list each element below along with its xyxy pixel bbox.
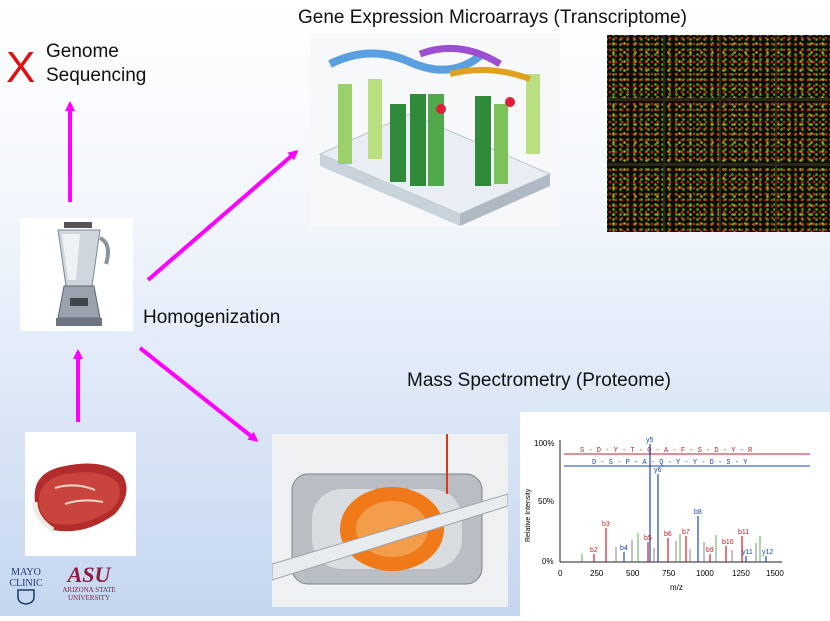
mayo-shield-icon	[17, 589, 35, 605]
ms-peak-label: b5	[644, 535, 652, 542]
ms-xlabel: m/z	[670, 583, 683, 592]
xtick-1250: 1250	[732, 569, 750, 578]
ms-peak-label: y5	[646, 437, 654, 444]
steak-image	[25, 432, 136, 556]
ms-spectrum-panel: 100% 50% 0% Relative Intensity 0 250 500…	[520, 412, 830, 616]
ms-peak-label: y6	[654, 467, 662, 474]
mass-spectrometer-image	[271, 434, 509, 607]
ms-peak-label: b2	[590, 547, 598, 554]
xtick-1000: 1000	[696, 569, 714, 578]
ytick-0: 0%	[542, 557, 554, 566]
sequence-top: S - D - Y - T - Q - A - F - S - D - Y - …	[580, 447, 753, 455]
ms-peak-label: b4	[620, 545, 628, 552]
red-x-mark: X	[6, 43, 36, 92]
xtick-250: 250	[590, 569, 604, 578]
dna-chip-image	[318, 44, 552, 226]
arrow-to-microarray	[146, 150, 299, 282]
ms-peak-label: b11	[738, 529, 749, 536]
ms-peak-label: y12	[762, 549, 773, 556]
genome-label-line1: Genome	[46, 41, 119, 62]
xtick-750: 750	[662, 569, 676, 578]
ms-peak-label: y11	[742, 549, 753, 556]
genome-label-line2: Sequencing	[46, 65, 147, 86]
ms-peak-label: b10	[722, 539, 734, 546]
asu-line1: ARIZONA STATE	[62, 586, 116, 594]
xtick-0: 0	[558, 569, 563, 578]
ms-peak-label: b9	[706, 547, 714, 554]
mayo-line1: MAYO	[11, 567, 41, 578]
mass-spec-title: Mass Spectrometry (Proteome)	[407, 370, 671, 391]
microarray-title: Gene Expression Microarrays (Transcripto…	[298, 7, 687, 28]
ms-peaks: y5 y6 b3 b2 b4 b5 b6 b7 b8 b9 b10 b11 y11 y12	[581, 437, 773, 562]
arrow-to-mass-spec	[138, 346, 259, 442]
xtick-500: 500	[626, 569, 640, 578]
xtick-1500: 1500	[766, 569, 784, 578]
microarray-illustration	[310, 34, 560, 227]
mayo-clinic-logo: MAYO CLINIC	[4, 567, 48, 608]
blender-image	[20, 218, 133, 331]
genome-sequencing-label: Genome Sequencing	[46, 40, 146, 88]
ms-spectrum-chart: 100% 50% 0% Relative Intensity 0 250 500…	[525, 437, 810, 592]
homogenization-label: Homogenization	[143, 307, 281, 328]
asu-logo: ASU ARIZONA STATE UNIVERSITY	[58, 562, 120, 603]
sequence-bottom: D - S - P - A - Q - Y - Y - D - S - Y	[592, 459, 748, 467]
ms-peak-label: b8	[694, 509, 702, 516]
ytick-50: 50%	[538, 497, 554, 506]
ms-peak-label: b7	[682, 529, 690, 536]
ytick-100: 100%	[534, 439, 554, 448]
microarray-scan	[607, 35, 830, 232]
asu-line2: UNIVERSITY	[68, 594, 110, 602]
ms-peak-label: b3	[602, 521, 610, 528]
steak-icon	[32, 463, 127, 533]
ms-peak-label: b6	[664, 531, 672, 538]
mayo-line2: CLINIC	[9, 578, 43, 589]
ms-ylabel: Relative Intensity	[525, 488, 532, 542]
ion-trap-icon	[271, 434, 509, 585]
asu-mark: ASU	[67, 562, 111, 587]
blender-icon	[56, 222, 110, 326]
